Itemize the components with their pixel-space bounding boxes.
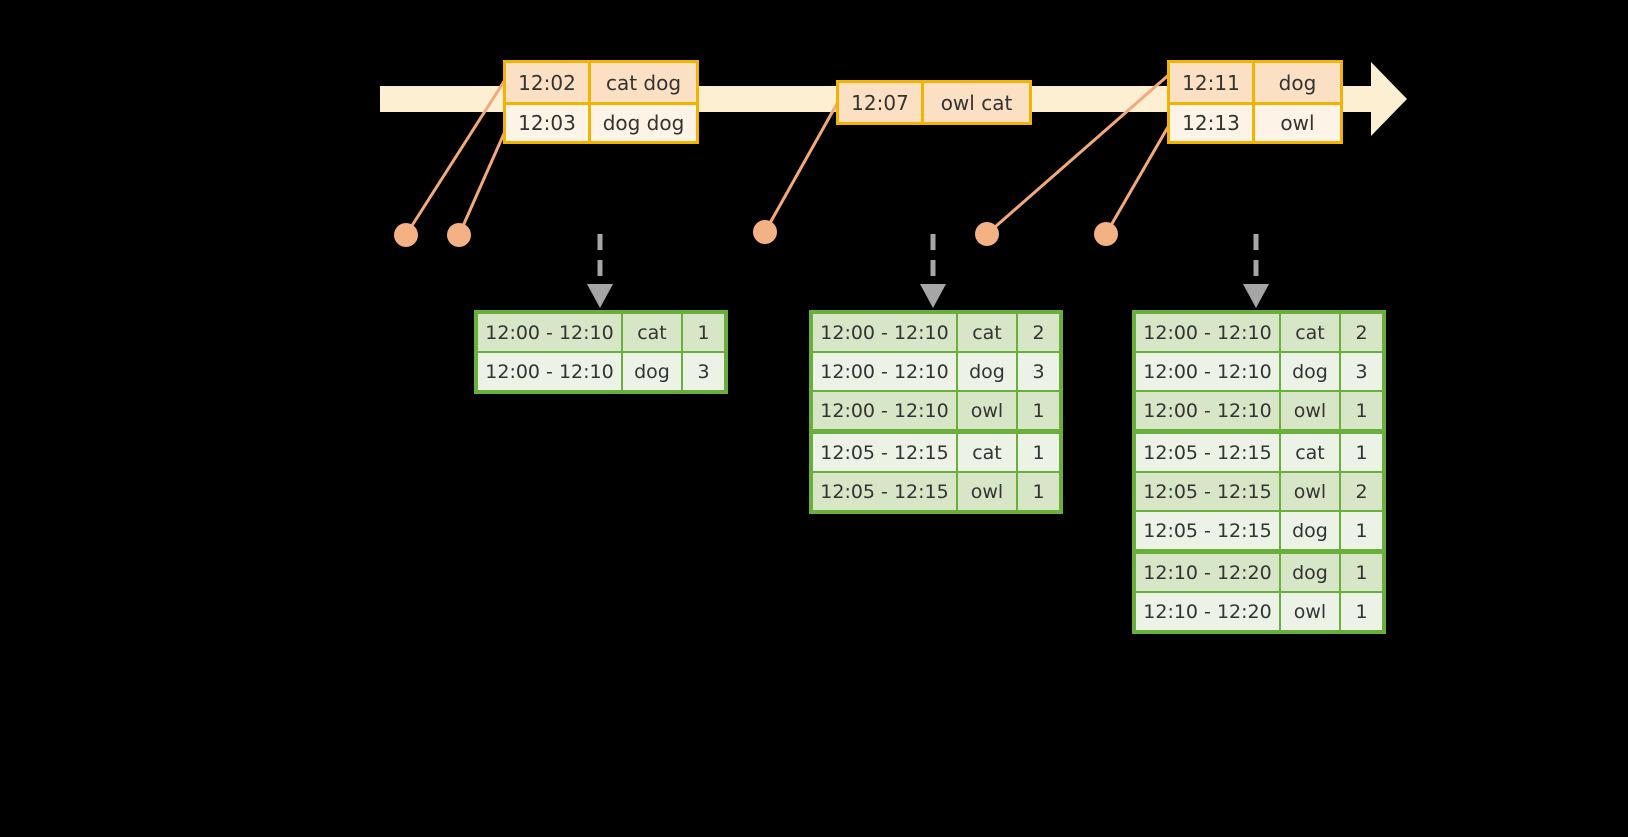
word-cell: cat <box>958 314 1016 351</box>
dot-event-12-03 <box>447 223 471 247</box>
dashed-arrow-1 <box>587 234 613 308</box>
window-cell: 12:05 - 12:15 <box>813 434 956 471</box>
count-cell: 3 <box>683 353 724 390</box>
window-cell: 12:10 - 12:20 <box>1136 593 1279 630</box>
count-cell: 1 <box>1341 554 1382 591</box>
connector-12-02 <box>404 70 512 237</box>
count-cell: 2 <box>1018 314 1059 351</box>
word-cell: cat <box>958 434 1016 471</box>
word-cell: cat <box>1281 434 1339 471</box>
event-time: 12:07 <box>839 83 924 122</box>
count-cell: 3 <box>1018 353 1059 390</box>
count-cell: 2 <box>1341 473 1382 510</box>
count-cell: 1 <box>1018 392 1059 429</box>
word-cell: dog <box>1281 353 1339 390</box>
dashed-arrow-3 <box>1243 234 1269 308</box>
event-dots <box>394 220 1118 247</box>
event-time: 12:13 <box>1170 105 1255 141</box>
word-cell: cat <box>623 314 681 351</box>
window-cell: 12:00 - 12:10 <box>1136 314 1279 351</box>
window-cell: 12:00 - 12:10 <box>1136 392 1279 429</box>
count-cell: 1 <box>683 314 724 351</box>
window-cell: 12:00 - 12:10 <box>813 314 956 351</box>
window-cell: 12:05 - 12:15 <box>1136 473 1279 510</box>
count-cell: 1 <box>1341 392 1382 429</box>
word-cell: dog <box>958 353 1016 390</box>
word-cell: owl <box>1281 392 1339 429</box>
word-cell: dog <box>1281 554 1339 591</box>
connector-12-13 <box>1104 118 1174 236</box>
window-cell: 12:05 - 12:15 <box>1136 434 1279 471</box>
word-cell: owl <box>958 392 1016 429</box>
event-words: owl <box>1255 105 1340 141</box>
count-cell: 1 <box>1341 593 1382 630</box>
event-time: 12:11 <box>1170 63 1255 102</box>
dashed-arrows <box>587 234 1269 308</box>
dot-event-12-07 <box>753 220 777 244</box>
dashed-arrow-2 <box>920 234 946 308</box>
window-cell: 12:00 - 12:10 <box>1136 353 1279 390</box>
count-cell: 2 <box>1341 314 1382 351</box>
dot-event-12-13 <box>1094 222 1118 246</box>
count-cell: 1 <box>1341 512 1382 549</box>
window-cell: 12:00 - 12:10 <box>478 353 621 390</box>
event-words: cat dog <box>591 63 696 102</box>
event-words: dog dog <box>591 105 696 141</box>
event-time: 12:02 <box>506 63 591 102</box>
window-cell: 12:00 - 12:10 <box>813 392 956 429</box>
event-words: dog <box>1255 63 1340 102</box>
count-cell: 1 <box>1018 434 1059 471</box>
count-cell: 1 <box>1341 434 1382 471</box>
word-cell: owl <box>1281 593 1339 630</box>
word-cell: cat <box>1281 314 1339 351</box>
count-cell: 3 <box>1341 353 1382 390</box>
window-cell: 12:00 - 12:10 <box>813 353 956 390</box>
word-cell: dog <box>623 353 681 390</box>
window-cell: 12:05 - 12:15 <box>1136 512 1279 549</box>
event-words: owl cat <box>924 83 1029 122</box>
word-cell: owl <box>1281 473 1339 510</box>
dot-event-12-11 <box>975 222 999 246</box>
window-cell: 12:05 - 12:15 <box>813 473 956 510</box>
connector-12-07 <box>763 91 845 234</box>
word-cell: dog <box>1281 512 1339 549</box>
window-cell: 12:00 - 12:10 <box>478 314 621 351</box>
count-cell: 1 <box>1018 473 1059 510</box>
dot-event-12-02 <box>394 223 418 247</box>
word-cell: owl <box>958 473 1016 510</box>
event-time: 12:03 <box>506 105 591 141</box>
window-cell: 12:10 - 12:20 <box>1136 554 1279 591</box>
